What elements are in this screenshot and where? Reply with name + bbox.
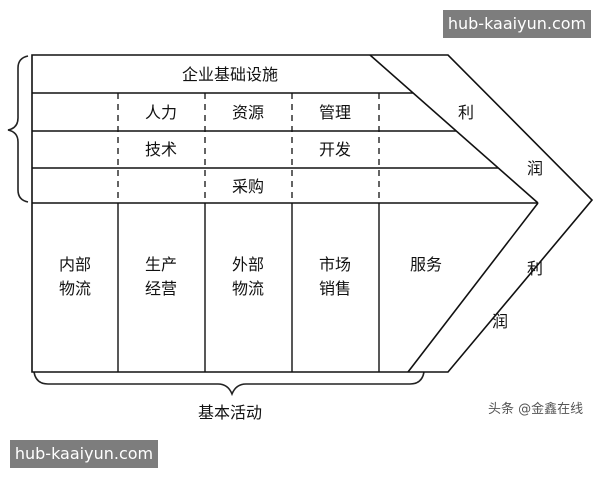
margin-lower-label-1: 利	[527, 259, 543, 278]
hr-label-2: 资源	[232, 103, 264, 122]
marketing-label-1: 市场	[319, 255, 351, 274]
tech-label-2: 开发	[319, 140, 351, 159]
operations-label-2: 经营	[145, 279, 177, 298]
marketing-label-2: 销售	[319, 279, 351, 298]
margin-upper-label-2: 润	[527, 159, 543, 178]
support-brace	[7, 55, 29, 203]
operations-label-1: 生产	[145, 255, 177, 274]
watermark-top: hub-kaaiyun.com	[443, 10, 591, 38]
procurement-label: 采购	[232, 177, 264, 196]
margin-lower-diagonal	[407, 202, 539, 373]
margin-lower-label-2: 润	[492, 312, 508, 331]
margin-upper-diagonal	[369, 54, 539, 204]
service-label: 服务	[410, 255, 442, 274]
outbound-label-1: 外部	[232, 255, 264, 274]
inbound-label-1: 内部	[59, 255, 91, 274]
hr-label-1: 人力	[145, 103, 177, 122]
watermark-bottom: hub-kaaiyun.com	[10, 440, 158, 468]
tech-label-1: 技术	[145, 140, 177, 159]
inbound-label-2: 物流	[59, 279, 91, 298]
primary-brace	[33, 371, 425, 397]
infrastructure-label: 企业基础设施	[182, 65, 278, 84]
value-chain-outline	[31, 54, 594, 373]
margin-upper-label-1: 利	[458, 103, 474, 122]
author-credit: 头条 @金鑫在线	[488, 402, 584, 417]
hr-label-3: 管理	[319, 103, 351, 122]
outbound-label-2: 物流	[232, 279, 264, 298]
primary-activities-label: 基本活动	[198, 403, 262, 422]
